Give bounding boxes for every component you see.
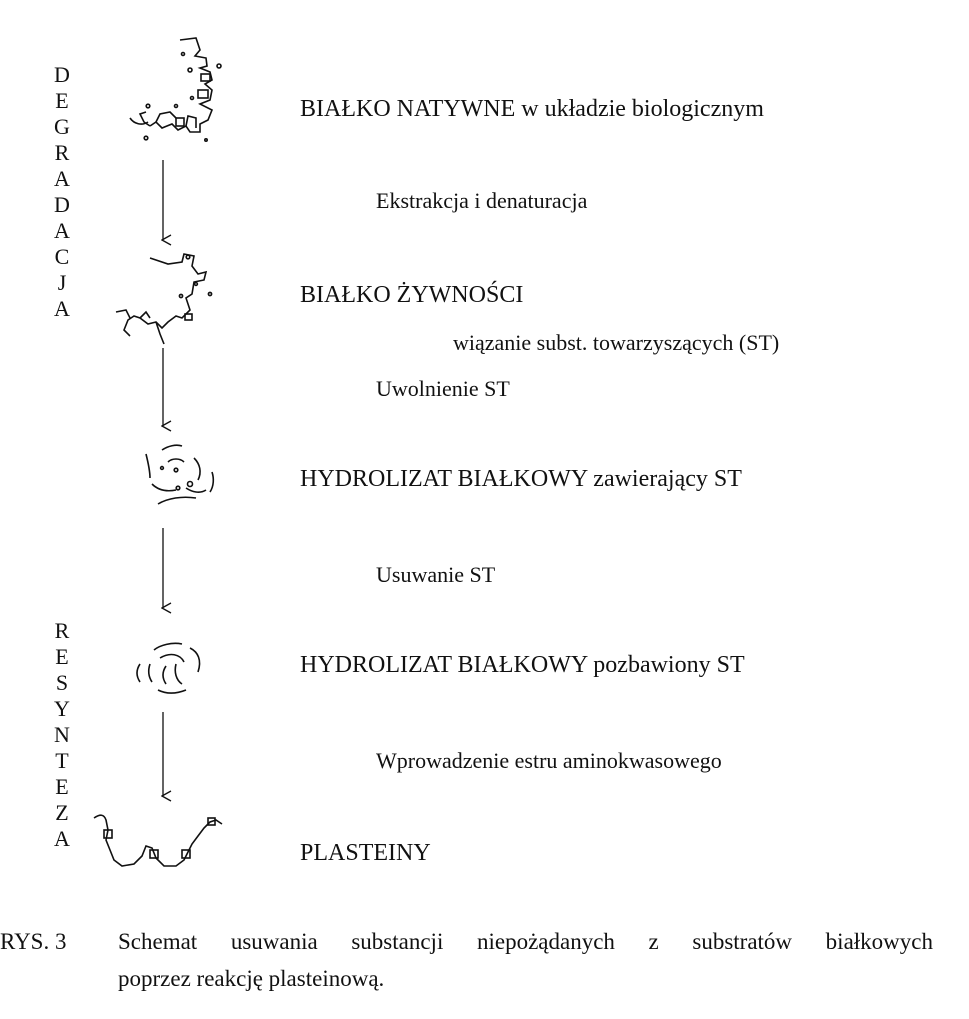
stage-label-native-protein: BIAŁKO NATYWNE w układzie biologicznym	[300, 96, 764, 122]
caption-line-1: Schemat usuwania substancji niepożądanyc…	[118, 929, 933, 954]
resynthesis-letter: Y	[54, 696, 70, 721]
native-protein-structure-icon	[129, 37, 222, 143]
plasteins-structure-icon	[93, 814, 223, 867]
resynthesis-letter: E	[55, 644, 69, 669]
resynthesis-letter: N	[54, 722, 70, 747]
degradation-vertical-word: D E G R A D A C J A	[50, 62, 74, 322]
stage-label-plasteins: PLASTEINY	[300, 840, 431, 866]
hydrolysate-without-st-icon	[136, 642, 201, 694]
step-label-ester: Wprowadzenie estru aminokwasowego	[376, 748, 722, 773]
resynthesis-letter: E	[55, 774, 69, 799]
degradation-letter: D	[54, 62, 70, 87]
degradation-letter: A	[54, 296, 70, 321]
step-label-removal: Usuwanie ST	[376, 562, 496, 587]
stage-label-hydrolysate-with-st: HYDROLIZAT BIAŁKOWY zawierający ST	[300, 466, 742, 492]
resynthesis-vertical-word: R E S Y N T E Z A	[50, 618, 74, 852]
degradation-letter: A	[54, 218, 70, 243]
hydrolysate-with-st-icon	[145, 444, 215, 505]
caption-figure-number: RYS. 3	[0, 929, 67, 954]
caption-line-2: poprzez reakcję plasteinową.	[118, 966, 385, 991]
stage-label-hydrolysate-without-st: HYDROLIZAT BIAŁKOWY pozbawiony ST	[300, 652, 745, 678]
degradation-letter: D	[54, 192, 70, 217]
degradation-letter: E	[55, 88, 69, 113]
resynthesis-letter: T	[55, 748, 69, 773]
step-label-extraction: Ekstrakcja i denaturacja	[376, 188, 588, 213]
degradation-letter: J	[57, 270, 67, 295]
resynthesis-letter: R	[54, 618, 70, 643]
resynthesis-letter: S	[55, 670, 69, 695]
food-protein-structure-icon	[115, 253, 213, 345]
degradation-letter: R	[54, 140, 70, 165]
resynthesis-letter: Z	[55, 800, 69, 825]
step-label-release: Uwolnienie ST	[376, 376, 510, 401]
degradation-letter: C	[54, 244, 70, 269]
resynthesis-letter: A	[54, 826, 70, 851]
stage-label-food-protein: BIAŁKO ŻYWNOŚCI	[300, 282, 524, 308]
step-label-binding: wiązanie subst. towarzyszących (ST)	[453, 330, 780, 355]
degradation-letter: G	[54, 114, 70, 139]
degradation-letter: A	[54, 166, 70, 191]
